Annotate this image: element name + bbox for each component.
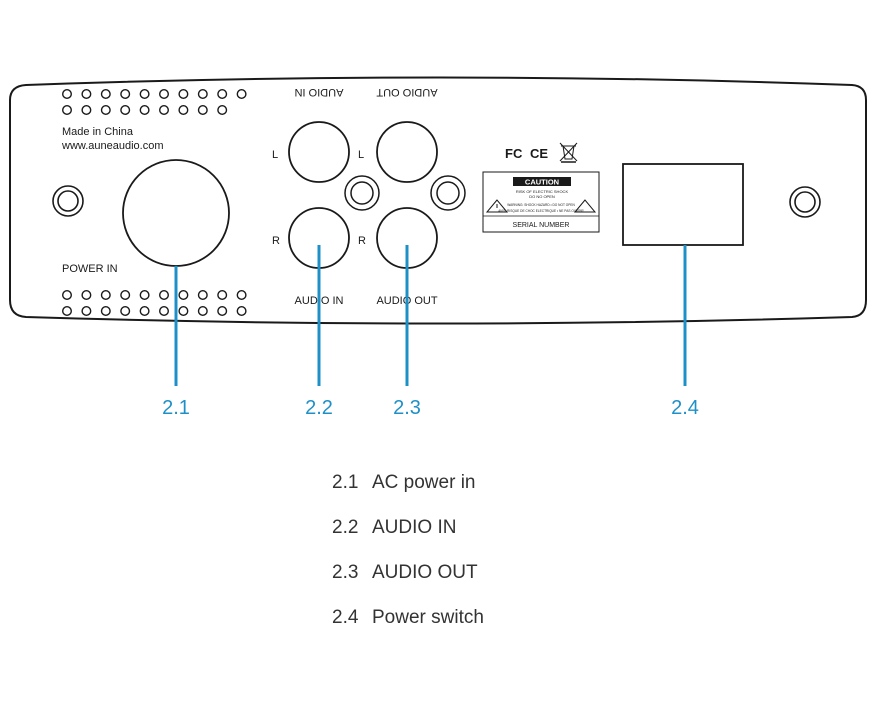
- callout-2-1: 2.1: [162, 397, 190, 419]
- power-inlet: [122, 159, 230, 267]
- vent-hole: [100, 306, 111, 317]
- made-in-text: Made in China: [62, 126, 134, 138]
- power-in-label: POWER IN: [62, 263, 118, 275]
- caution-title: CAUTION: [525, 178, 559, 187]
- vent-hole: [100, 88, 111, 99]
- vent-hole: [81, 290, 92, 301]
- audio-out-left-label: L: [358, 149, 364, 161]
- vent-hole: [120, 290, 131, 301]
- audio-out-right-label: R: [358, 235, 366, 247]
- vent-hole: [81, 88, 92, 99]
- vent-hole: [178, 88, 189, 99]
- vent-hole: [178, 306, 189, 317]
- callout-2-2: 2.2: [305, 397, 333, 419]
- legend-label: AC power in: [372, 472, 476, 493]
- vent-hole: [158, 290, 169, 301]
- right-screw: [789, 186, 821, 218]
- vent-hole: [139, 104, 150, 115]
- vent-hole: [139, 88, 150, 99]
- callout-2-4: 2.4: [671, 397, 699, 419]
- vent-hole: [217, 290, 228, 301]
- vent-hole: [158, 88, 169, 99]
- vent-hole: [100, 104, 111, 115]
- legend-number: 2.1: [332, 472, 359, 493]
- power-switch: [622, 163, 744, 246]
- legend-number: 2.2: [332, 517, 359, 538]
- warning-line-2: AVIS: RISQUE DE CHOC ELECTRIQUE • NE PAS…: [498, 209, 584, 213]
- legend-label: AUDIO OUT: [372, 562, 478, 583]
- vent-hole: [197, 104, 208, 115]
- serial-number-label: SERIAL NUMBER: [513, 222, 570, 229]
- callout-2-3: 2.3: [393, 397, 421, 419]
- jack-nut-left: [344, 175, 380, 211]
- vent-holes: [62, 88, 247, 317]
- fcc-mark: FC: [505, 146, 523, 161]
- vent-hole: [100, 290, 111, 301]
- vent-hole: [139, 306, 150, 317]
- legend-number: 2.3: [332, 562, 359, 583]
- vent-hole: [197, 290, 208, 301]
- vent-hole: [178, 104, 189, 115]
- vent-hole: [62, 88, 73, 99]
- panel-outline: [9, 76, 867, 325]
- vent-hole: [217, 306, 228, 317]
- vent-hole: [236, 290, 247, 301]
- weee-bin-icon: [559, 142, 578, 163]
- vent-hole: [81, 306, 92, 317]
- website-text: www.auneaudio.com: [61, 140, 164, 152]
- vent-hole: [217, 88, 228, 99]
- vent-hole: [158, 104, 169, 115]
- audio-in-right-label: R: [272, 235, 280, 247]
- left-screw: [52, 185, 84, 217]
- caution-label: CAUTION RISK OF ELECTRIC SHOCK DO NO OPE…: [482, 171, 600, 233]
- vent-hole: [236, 88, 247, 99]
- vent-hole: [62, 290, 73, 301]
- legend-number: 2.4: [332, 607, 359, 628]
- jack-nut-right: [430, 175, 466, 211]
- legend-label: AUDIO IN: [372, 517, 457, 538]
- vent-hole: [236, 306, 247, 317]
- audio-in-left-label: L: [272, 149, 278, 161]
- vent-hole: [178, 290, 189, 301]
- audio-out-top-label: AUDIO OUT: [376, 86, 437, 98]
- legend-item: 2.2 AUDIO IN: [332, 517, 484, 562]
- vent-hole: [62, 104, 73, 115]
- vent-hole: [158, 306, 169, 317]
- vent-hole: [197, 306, 208, 317]
- callout-lines: [174, 245, 687, 386]
- caution-line-2: DO NO OPEN: [529, 194, 555, 199]
- ce-mark: CE: [530, 146, 548, 161]
- legend-item: 2.4 Power switch: [332, 607, 484, 652]
- caution-line-1: RISK OF ELECTRIC SHOCK: [516, 189, 569, 194]
- vent-hole: [120, 306, 131, 317]
- vent-hole: [197, 88, 208, 99]
- audio-out-left-jack: [376, 121, 438, 183]
- warning-line-1: WARNING: SHOCK HAZARD • DO NOT OPEN: [507, 203, 575, 207]
- legend-label: Power switch: [372, 607, 484, 628]
- vent-hole: [120, 88, 131, 99]
- audio-in-top-label: AUDIO IN: [295, 86, 344, 98]
- vent-hole: [217, 104, 228, 115]
- vent-hole: [81, 104, 92, 115]
- vent-hole: [139, 290, 150, 301]
- audio-in-left-jack: [288, 121, 350, 183]
- vent-hole: [62, 306, 73, 317]
- vent-hole: [120, 104, 131, 115]
- legend-item: 2.3 AUDIO OUT: [332, 562, 484, 607]
- legend-item: 2.1 AC power in: [332, 472, 484, 517]
